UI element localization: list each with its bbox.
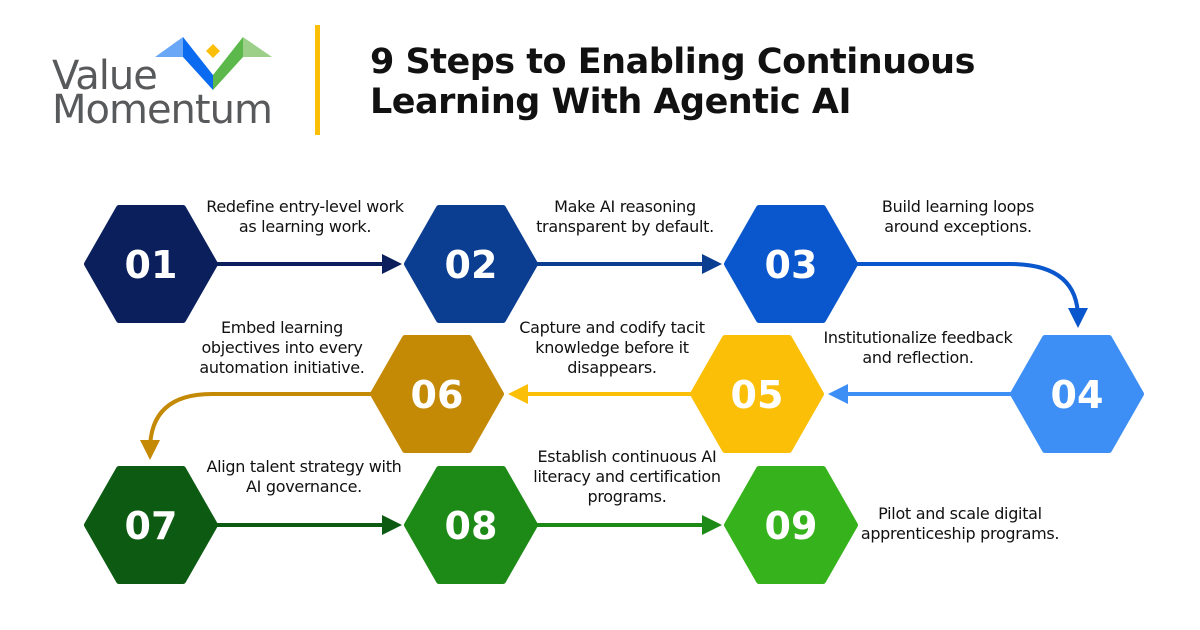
- step-number: 02: [445, 243, 498, 287]
- step-number: 07: [125, 504, 178, 548]
- step-number: 01: [125, 243, 178, 287]
- step-number: 08: [445, 504, 498, 548]
- logo-mark-icon: [155, 37, 272, 90]
- step-caption: Institutionalize feedback and reflection…: [823, 328, 1013, 367]
- step-hexagon: [84, 205, 218, 323]
- step-number: 04: [1051, 373, 1104, 417]
- step-number: 09: [765, 504, 818, 548]
- step-hexagon: [690, 335, 824, 453]
- brand-line1: Value: [52, 53, 158, 99]
- step-hexagon: [404, 205, 538, 323]
- step-caption: Make AI reasoning transparent by default…: [536, 197, 714, 236]
- step-caption: Embed learning objectives into every aut…: [199, 318, 365, 377]
- step-caption: Align talent strategy with AI governance…: [206, 457, 402, 496]
- step-hexagon: [370, 335, 504, 453]
- step-caption: Pilot and scale digital apprenticeship p…: [860, 504, 1060, 543]
- title-line1: 9 Steps to Enabling Continuous: [370, 42, 975, 82]
- step-caption: Redefine entry-level work as learning wo…: [206, 197, 404, 236]
- step-caption: Capture and codify tacit knowledge befor…: [519, 318, 705, 377]
- arrow-connector: [855, 262, 1088, 328]
- divider: [315, 25, 320, 135]
- step-caption: Establish continuous AI literacy and cer…: [533, 447, 721, 506]
- page-title: 9 Steps to Enabling Continuous Learning …: [370, 42, 975, 122]
- step-hexagon: [724, 205, 858, 323]
- brand-line2: Momentum: [52, 87, 273, 133]
- step-hexagon: [404, 466, 538, 584]
- step-caption: Build learning loops around exceptions.: [881, 197, 1035, 236]
- title-line2: Learning With Agentic AI: [370, 82, 851, 122]
- step-hexagon: [724, 466, 858, 584]
- step-hexagon: [84, 466, 218, 584]
- step-hexagon: [1010, 335, 1144, 453]
- step-number: 06: [411, 373, 464, 417]
- step-number: 05: [731, 373, 784, 417]
- step-number: 03: [765, 243, 818, 287]
- arrow-connector: [140, 392, 373, 460]
